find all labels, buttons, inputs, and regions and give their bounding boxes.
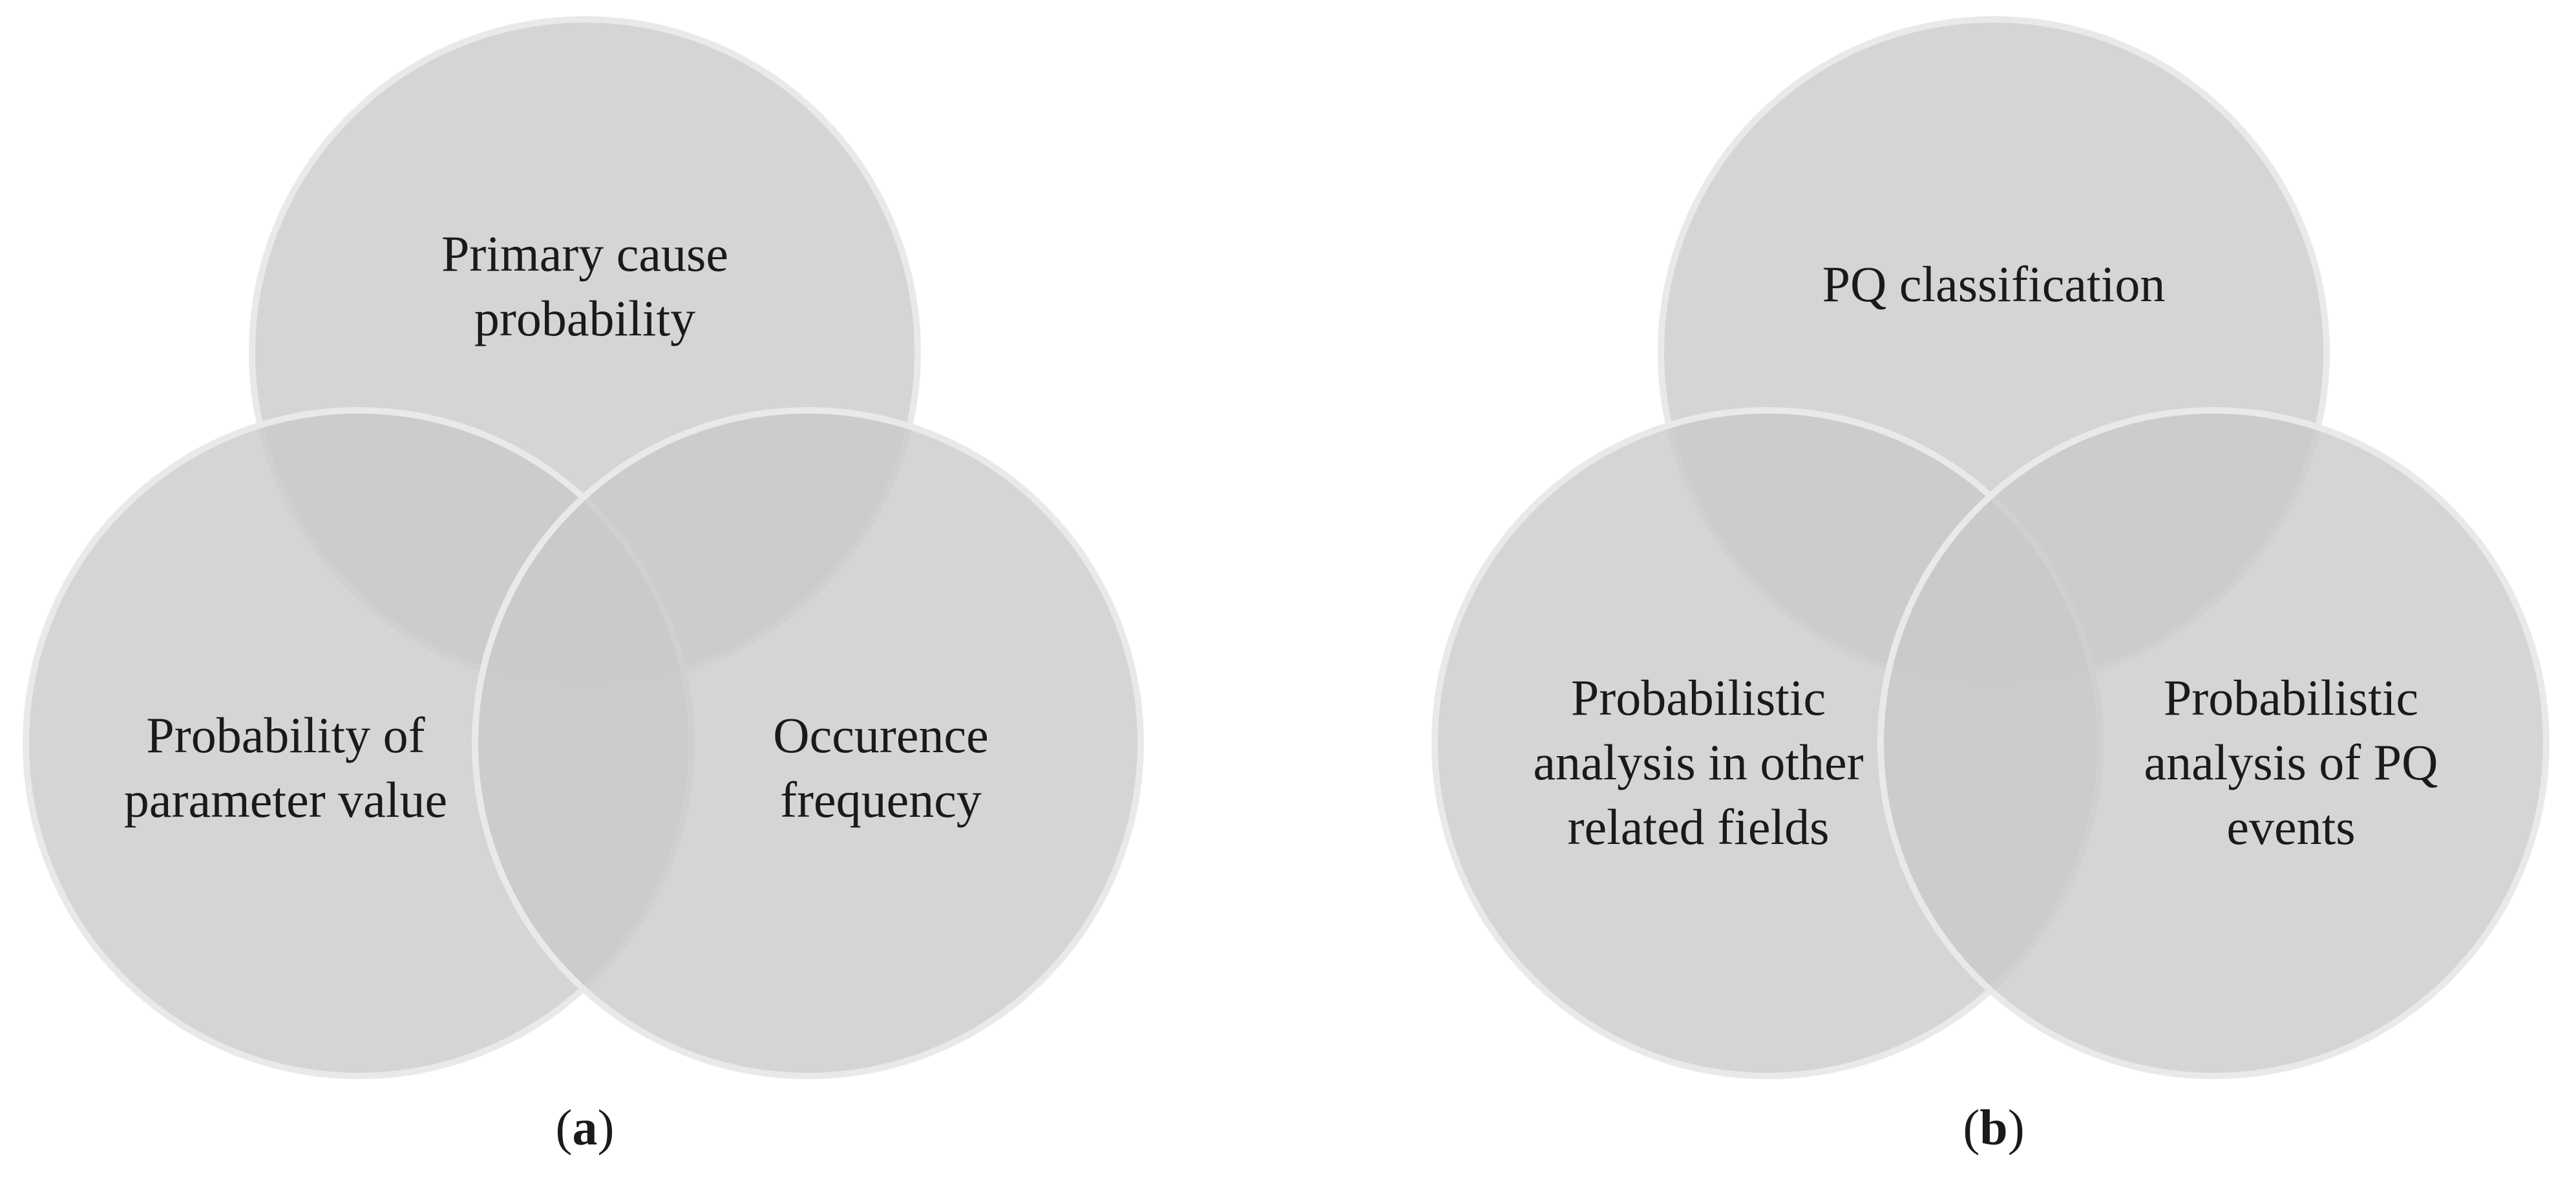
caption-b: (b) — [1963, 1099, 2025, 1155]
caption-a-letter: a — [572, 1099, 598, 1155]
caption-a: (a) — [555, 1099, 615, 1155]
venn-a-left-label-line-1: Probability of — [146, 707, 425, 763]
venn-b-right-label-line-3: events — [2226, 799, 2356, 855]
caption-b-letter: b — [1980, 1099, 2008, 1155]
venn-b-left-label: Probabilistic analysis in other related … — [1533, 666, 1863, 859]
venn-b-left-label-line-1: Probabilistic — [1570, 669, 1826, 726]
venn-a-right-label-line-2: frequency — [780, 772, 982, 828]
venn-b-right-label-line-2: analysis of PQ — [2144, 734, 2438, 790]
venn-a-right-label: Occurence frequency — [773, 703, 988, 832]
venn-a — [23, 16, 1144, 1079]
venn-a-left-label-line-2: parameter value — [123, 772, 448, 828]
venn-a-top-label-line-1: Primary cause — [441, 226, 729, 282]
venn-b-right-label-line-1: Probabilistic — [2163, 669, 2419, 726]
venn-a-right-label-line-1: Occurence — [773, 707, 989, 763]
venn-a-left-label: Probability of parameter value — [124, 703, 447, 832]
venn-b-right-label: Probabilistic analysis of PQ events — [2144, 666, 2438, 859]
venn-a-top-label: Primary cause probability — [441, 222, 728, 351]
venn-b-left-label-line-3: related fields — [1567, 799, 1830, 855]
venn-b — [1431, 16, 2550, 1079]
venn-a-top-label-line-2: probability — [474, 290, 696, 346]
venn-b-left-label-line-2: analysis in other — [1533, 734, 1864, 790]
venn-a-right-circle — [472, 407, 1144, 1079]
venn-b-right-circle — [1877, 407, 2550, 1079]
venn-b-top-label: PQ classification — [1822, 252, 2166, 317]
venn-b-top-label-line-1: PQ classification — [1822, 256, 2166, 312]
